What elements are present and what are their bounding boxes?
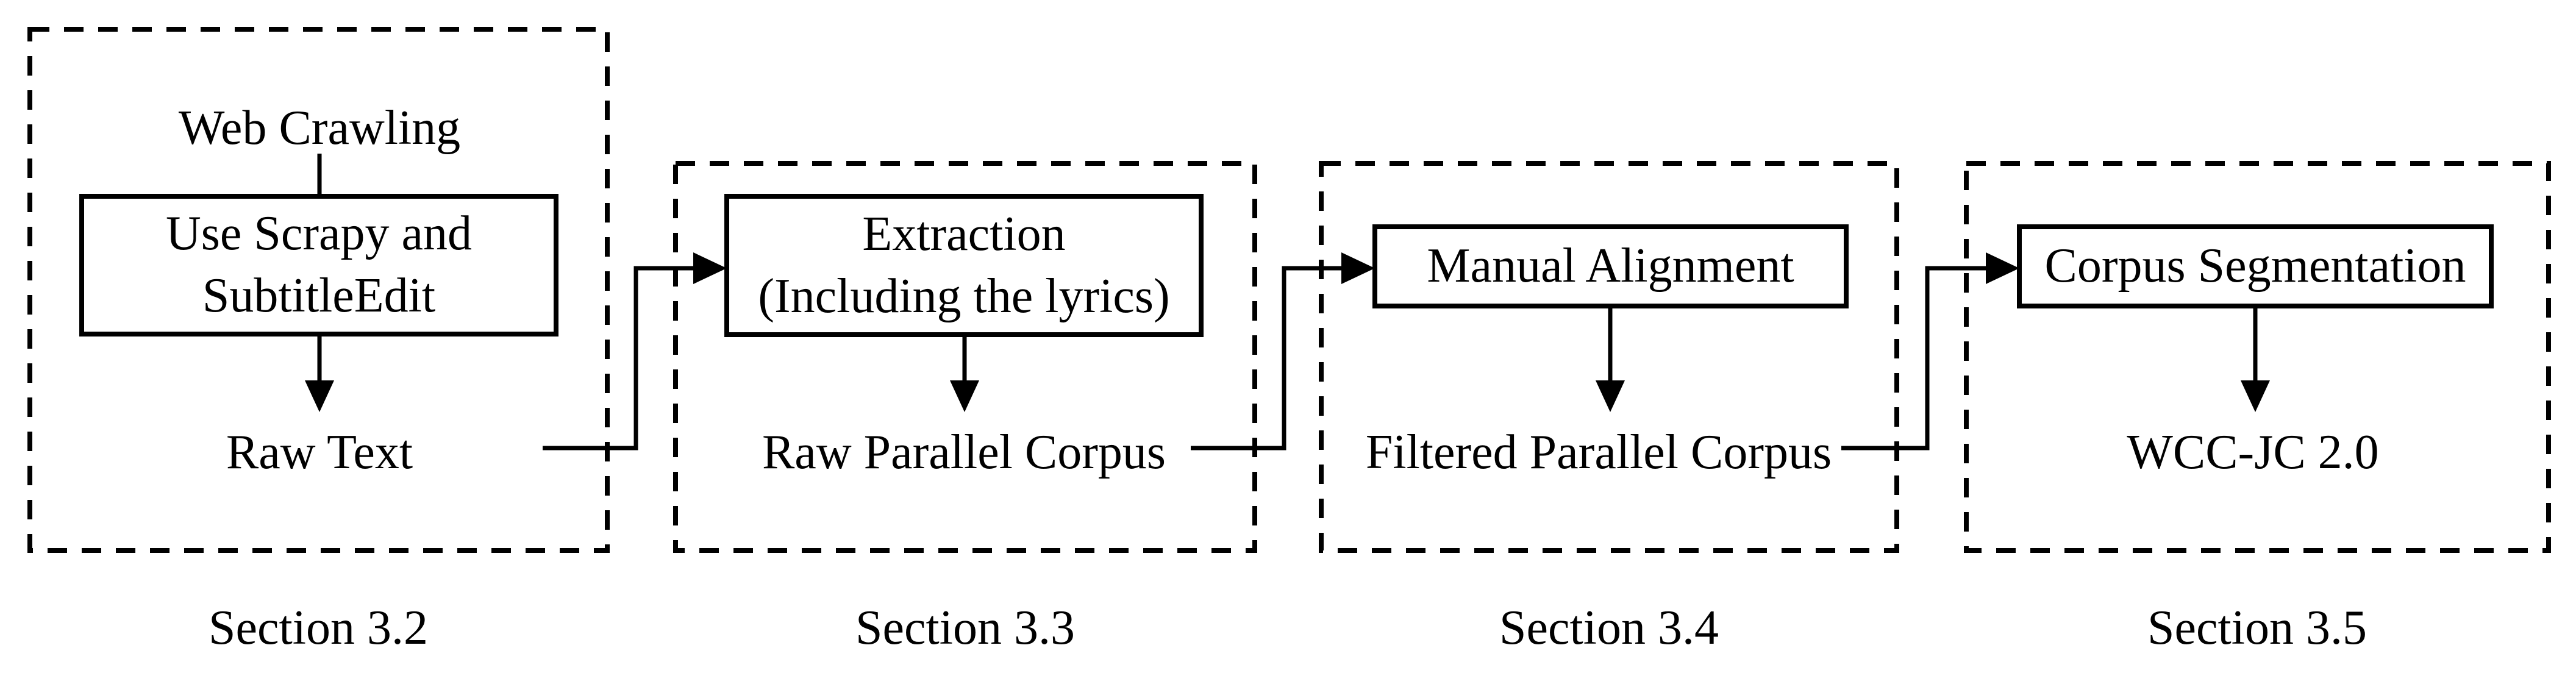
process-box-label-manual-alignment: Manual Alignment [1375,227,1846,306]
arrowhead-down-icon [305,380,334,412]
section-caption-3-5: Section 3.5 [2147,601,2367,655]
arrowhead-down-icon [950,380,979,412]
section-caption-3-2: Section 3.2 [209,601,428,655]
process-box-corpus-segmentation [2017,224,2494,308]
connector-fpc-to-corpus-segmentation [1841,266,1988,450]
process-box-extraction [724,194,1204,337]
dashed-border-section-3-3 [673,161,1257,553]
section-caption-3-3: Section 3.3 [855,601,1075,655]
dashed-border-section-3-2 [27,27,610,553]
output-label-raw-text: Raw Text [226,426,413,479]
process-box-line: Extraction [862,207,1066,261]
process-box-line: SubtitleEdit [202,269,436,322]
input-label-web-crawling: Web Crawling [178,101,461,155]
output-label-filtered-parallel-corpus: Filtered Parallel Corpus [1365,426,1832,479]
output-label-raw-parallel-corpus: Raw Parallel Corpus [762,426,1166,479]
arrowhead-down-icon [1596,380,1625,412]
dashed-border-section-3-5 [1964,161,2551,553]
process-box-line: Use Scrapy and [165,207,473,261]
process-box-label-extraction: Extraction (Including the lyrics) [727,196,1201,335]
process-box-use-scrapy [79,194,558,336]
output-label-wcc-jc-2-0: WCC-JC 2.0 [2127,426,2379,479]
connector-raw-text-to-extraction [543,266,695,450]
arrowhead-right-icon [1341,252,1375,284]
arrowhead-right-icon [693,252,727,284]
process-box-line: (Including the lyrics) [758,269,1170,323]
connector-rpc-to-manual-alignment [1191,266,1343,450]
arrowhead-down-icon [2241,380,2270,412]
arrowhead-right-icon [1986,252,2019,284]
process-box-line: Manual Alignment [1427,239,1794,293]
process-box-label-use-scrapy: Use Scrapy and SubtitleEdit [82,196,556,334]
dashed-border-section-3-4 [1319,161,1899,553]
process-box-manual-alignment [1372,224,1849,308]
section-caption-3-4: Section 3.4 [1499,601,1719,655]
process-box-line: Corpus Segmentation [2044,239,2466,293]
process-box-label-corpus-segmentation: Corpus Segmentation [2019,227,2491,306]
